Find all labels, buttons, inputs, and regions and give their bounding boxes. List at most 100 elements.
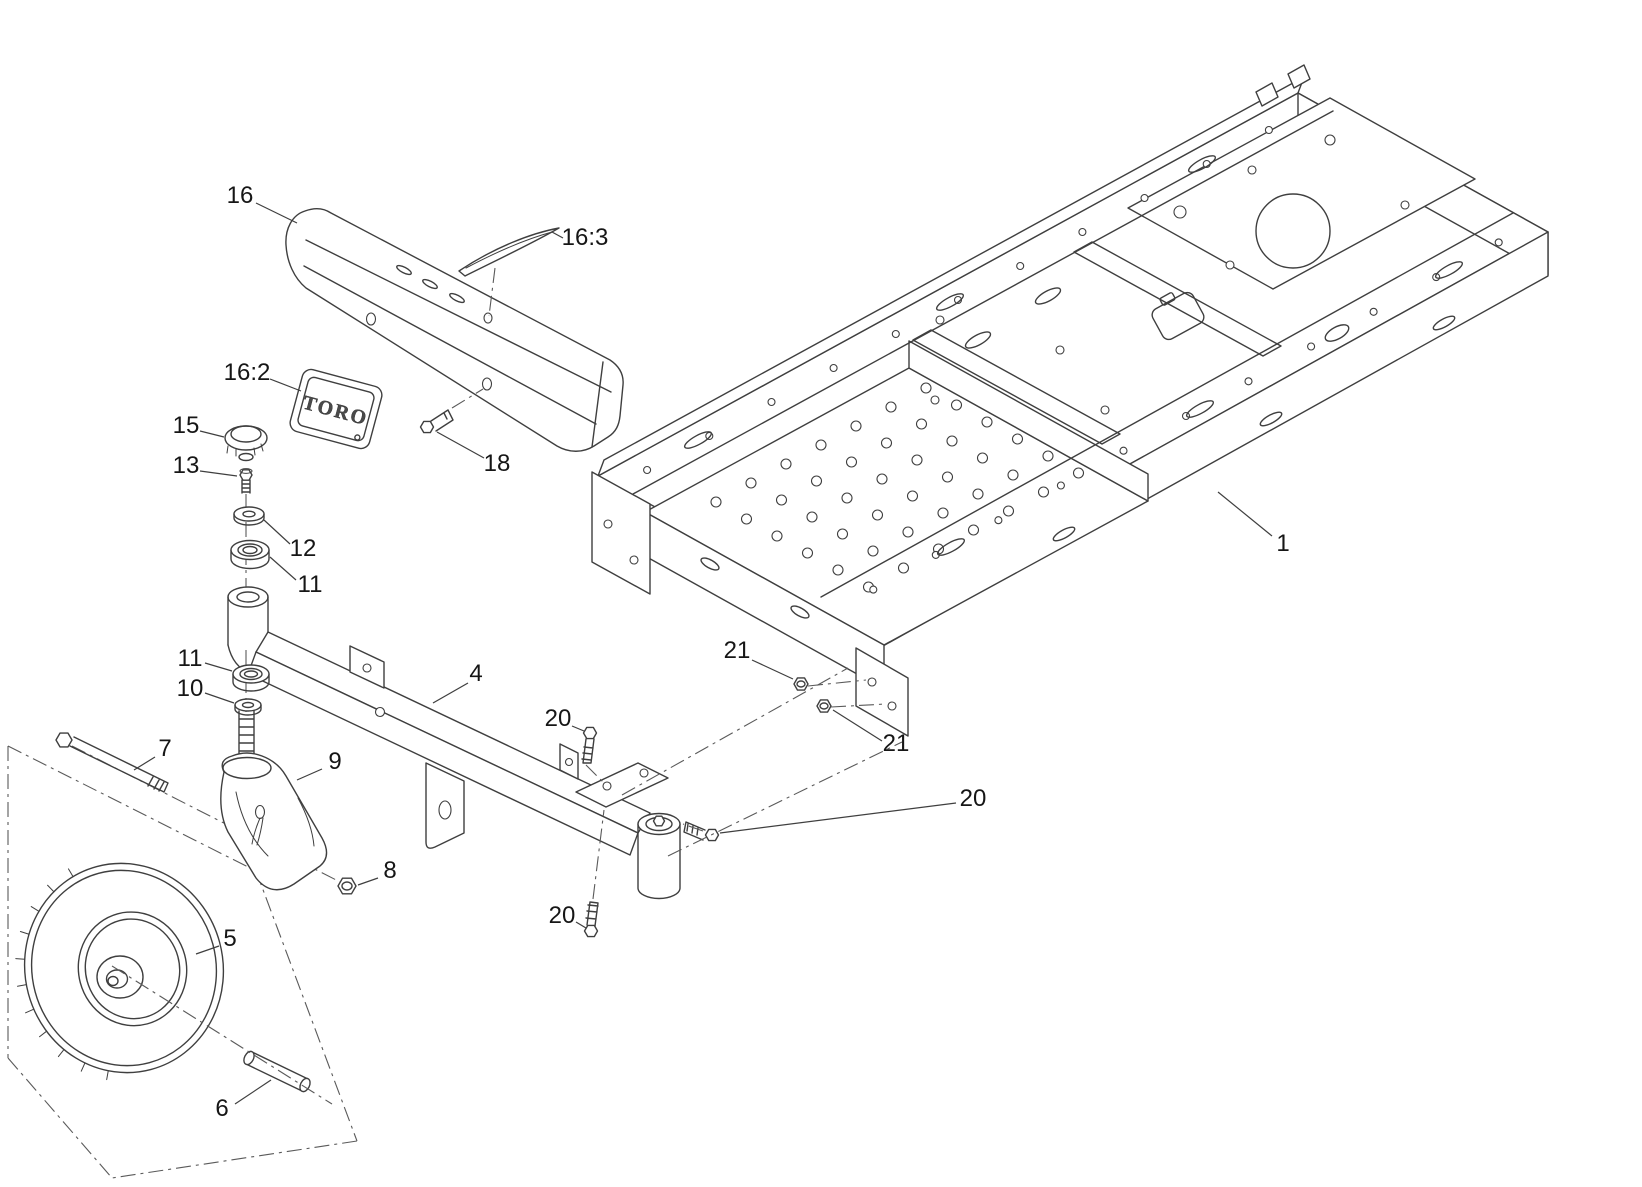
- right-rail-inner-edge: [820, 212, 1514, 598]
- callout-label-12: 12: [290, 535, 317, 562]
- floor-perforation-hole: [740, 513, 753, 525]
- rail-bolt-hole: [891, 329, 900, 339]
- tire-tread-mark: [80, 1062, 86, 1072]
- assembly-align-line-1: [621, 667, 849, 796]
- floor-perforation-hole: [941, 471, 954, 483]
- platform-hole: [1400, 200, 1410, 210]
- frame-shaped-cutout: [1151, 291, 1205, 341]
- toro-logo-plate-part-16-2: TORO: [289, 368, 383, 450]
- end-plate-hole: [603, 519, 613, 529]
- bearing-part-11-lower: [232, 664, 270, 692]
- floor-perforation-hole: [745, 477, 757, 489]
- floor-perforation-hole: [1002, 505, 1015, 517]
- callout-leader-16: [255, 202, 298, 224]
- floor-perforation-hole: [1072, 467, 1085, 479]
- assembly-align-line-2: [667, 741, 903, 857]
- floor-perforation-hole: [871, 509, 884, 521]
- callout-leader-20-right: [719, 802, 957, 834]
- callout-label-4: 4: [469, 660, 482, 687]
- tire-tread: [15, 868, 109, 1081]
- floor-perforation-hole: [906, 490, 919, 502]
- rail-bolt-hole: [1056, 481, 1065, 490]
- flange-nut-part-21-lower: [816, 699, 832, 713]
- callout-label-11-lower: 11: [178, 645, 203, 672]
- rail-bolt-hole: [643, 465, 652, 475]
- callout-leader-6: [234, 1079, 272, 1105]
- callout-leader-11-upper: [269, 556, 297, 581]
- platform-hole: [1173, 205, 1187, 219]
- tire-tread-mark: [19, 930, 30, 935]
- callout-label-13: 13: [173, 452, 200, 479]
- sleeve-bolt-head: [652, 815, 666, 827]
- tire-tread-mark: [106, 1070, 109, 1081]
- floor-perforation-hole: [841, 492, 853, 504]
- callout-leader-20-top: [571, 725, 585, 732]
- callout-leader-20-bottom: [575, 921, 587, 929]
- callout-label-8: 8: [383, 857, 396, 884]
- flange-nut-part-21-upper: [793, 677, 809, 691]
- tire-inner: [30, 869, 218, 1067]
- cap-part-15: [224, 425, 268, 462]
- axle-bolt-part-7: [55, 732, 169, 793]
- bolt-part-13: [239, 468, 253, 494]
- callout-label-20-top: 20: [545, 705, 572, 732]
- bumper-hole: [483, 312, 493, 324]
- floor-perforation-hole: [1037, 486, 1050, 498]
- washer-part-10: [234, 698, 262, 716]
- tire-tread-mark: [15, 958, 26, 960]
- callout-label-5: 5: [223, 925, 236, 952]
- tire-tread-mark: [39, 1030, 48, 1038]
- floor-perforation-hole: [885, 401, 897, 413]
- floor-perforation-hole: [780, 458, 792, 470]
- callout-leader-8: [357, 877, 379, 886]
- callout-label-18: 18: [484, 450, 511, 477]
- floor-perforations: [710, 382, 1085, 593]
- hub-axis-line: [111, 965, 333, 1105]
- rail-bolt-hole: [869, 585, 878, 594]
- tire-tread-mark: [25, 1008, 35, 1014]
- tire-tread-mark: [17, 984, 27, 987]
- floor-perforation-hole: [880, 437, 893, 449]
- platform-hole: [1324, 134, 1336, 146]
- engine-platform-large-hole: [1255, 193, 1331, 269]
- floor-perforation-hole: [867, 545, 879, 557]
- platform-hole: [1225, 260, 1235, 270]
- bumper-hole: [365, 312, 377, 326]
- rail-bolt-hole: [994, 516, 1003, 525]
- callout-leader-16-2: [269, 378, 302, 392]
- center-lines-front: [111, 267, 903, 1105]
- nut21-lower-line: [830, 703, 887, 708]
- end-plate-hole: [629, 555, 639, 565]
- spacer-part-6: [243, 1050, 311, 1093]
- rail-bolt-hole: [1307, 342, 1316, 351]
- frame-hole: [935, 315, 945, 325]
- floor-perforation-hole: [876, 473, 888, 485]
- fork-body: [220, 752, 328, 891]
- floor-perforation-hole: [911, 454, 923, 466]
- callout-label-1: 1: [1276, 530, 1289, 557]
- callout-label-9: 9: [328, 748, 341, 775]
- callout-label-15: 15: [173, 412, 200, 439]
- engine-platform: [1127, 97, 1476, 290]
- floor-perforation-hole: [976, 452, 989, 464]
- frame-corner-tab: [1255, 82, 1279, 107]
- floor-perforation-hole: [967, 524, 980, 536]
- platform-hole: [1247, 165, 1257, 175]
- callout-leader-1: [1217, 491, 1273, 537]
- rail-bolt-hole: [1181, 411, 1191, 421]
- caster-bracket-hole: [887, 701, 897, 711]
- floor-perforation-hole: [845, 456, 858, 468]
- fork-crown: [222, 756, 272, 780]
- rail-slots: [683, 155, 1464, 619]
- callout-leader-18: [436, 431, 485, 459]
- floor-perforation-hole: [810, 475, 823, 487]
- washer-part-12: [233, 506, 265, 526]
- caster-arm-part-4: [227, 586, 681, 900]
- bolt-part-20-top: [581, 726, 598, 764]
- callout-leader-13: [199, 470, 238, 477]
- callout-label-20-bottom: 20: [549, 902, 576, 929]
- floor-perforation-hole: [1042, 450, 1054, 462]
- rail-bolt-hole: [1369, 307, 1378, 316]
